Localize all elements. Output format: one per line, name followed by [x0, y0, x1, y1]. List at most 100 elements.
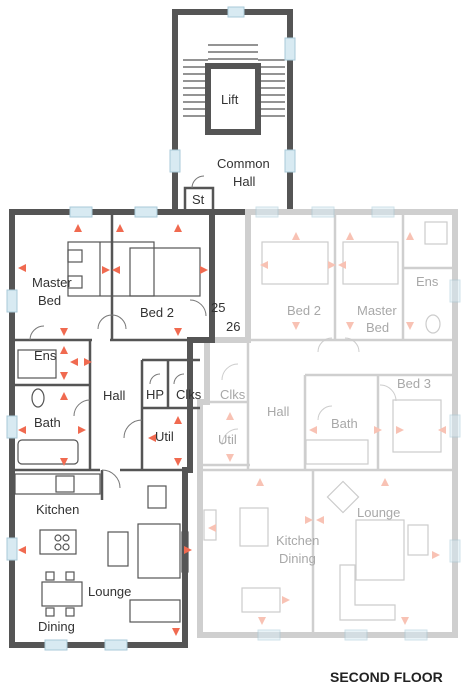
hob-icon	[39, 529, 77, 555]
window-icon	[344, 629, 368, 641]
toilet-icon	[425, 314, 441, 334]
door-swing-icon	[379, 384, 397, 402]
toilet-icon	[31, 388, 45, 408]
door-swing-icon	[111, 314, 127, 330]
sofa-icon	[339, 564, 396, 621]
bed3-right-label: Bed 3	[397, 376, 431, 391]
door-swing-icon	[101, 469, 121, 489]
window-icon	[404, 629, 428, 641]
stair-icon	[183, 44, 285, 117]
door-swing-icon	[189, 299, 207, 317]
lift-label: Lift	[221, 92, 239, 107]
apartment-25-label: 25	[211, 300, 225, 315]
common-core	[169, 6, 296, 215]
window-icon	[284, 37, 296, 61]
hall-left-label: Hall	[103, 388, 126, 403]
armchair-icon	[107, 531, 129, 567]
door-swing-icon	[29, 325, 45, 341]
armchair-icon	[147, 485, 167, 509]
kitchen-dining-right-label-1: Kitchen	[276, 533, 319, 548]
window-icon	[311, 206, 335, 218]
kitchen-island-icon	[239, 507, 269, 547]
rug-icon	[326, 480, 360, 514]
bed-icon	[129, 247, 201, 297]
kitchen-left-label: Kitchen	[36, 502, 79, 517]
bed2-right-label: Bed 2	[287, 303, 321, 318]
window-icon	[6, 289, 18, 313]
bath-left-label: Bath	[34, 415, 61, 430]
door-swing-icon	[173, 373, 185, 385]
sink-icon	[55, 475, 75, 493]
window-icon	[227, 6, 245, 18]
armchair-icon	[407, 524, 429, 556]
door-swing-icon	[73, 399, 91, 417]
window-icon	[449, 414, 461, 438]
bed2-left-label: Bed 2	[140, 305, 174, 320]
window-icon	[134, 206, 158, 218]
window-icon	[255, 206, 279, 218]
window-icon	[44, 639, 68, 651]
master-bed-right-label-2: Bed	[366, 320, 389, 335]
apartment-26-faded	[197, 206, 461, 641]
door-swing-icon	[344, 337, 360, 353]
apartment-26-label: 26	[226, 319, 240, 334]
coffee-table-icon	[355, 519, 405, 581]
hot-press-label: HP	[146, 387, 164, 402]
door-swing-icon	[97, 314, 113, 330]
bathtub-icon	[17, 439, 79, 465]
lift-shaft	[205, 63, 261, 135]
master-bed-left-label-2: Bed	[38, 293, 61, 308]
master-bed-left-label-1: Master	[32, 275, 72, 290]
window-icon	[371, 206, 395, 218]
door-swing-icon	[123, 419, 143, 439]
window-icon	[104, 639, 128, 651]
ensuite-left-label: Ens	[34, 348, 57, 363]
utility-left-label: Util	[155, 429, 174, 444]
floor-label: SECOND FLOOR	[330, 669, 443, 685]
window-icon	[284, 149, 296, 173]
utility-right-label: Util	[218, 432, 237, 447]
shower-icon	[424, 221, 448, 245]
door-swing-icon	[221, 428, 239, 446]
kitchen-counter-icon	[14, 473, 101, 495]
ensuite-right-label: Ens	[416, 274, 439, 289]
door-swing-icon	[221, 363, 239, 381]
common-hall-label-1: Common	[217, 156, 270, 171]
window-icon	[169, 149, 181, 173]
window-icon	[6, 537, 18, 561]
cloaks-right-label: Clks	[220, 387, 246, 402]
hall-right-label: Hall	[267, 404, 290, 419]
sofa-icon	[129, 599, 181, 623]
window-icon	[449, 539, 461, 563]
coffee-table-icon	[137, 523, 181, 579]
door-swing-icon	[191, 175, 205, 189]
bath-right-label: Bath	[331, 416, 358, 431]
dining-left-label: Dining	[38, 619, 75, 634]
common-hall-label-2: Hall	[233, 174, 256, 189]
shower-icon	[17, 349, 57, 379]
window-icon	[69, 206, 93, 218]
store-label: St	[192, 192, 205, 207]
bed-icon	[342, 241, 399, 285]
door-swing-icon	[317, 405, 333, 421]
door-swing-icon	[317, 337, 333, 353]
view-arrow-icon	[18, 224, 208, 636]
bed-icon	[392, 399, 442, 453]
apartment-25	[6, 206, 215, 651]
window-icon	[6, 415, 18, 439]
dining-table-icon	[41, 571, 83, 617]
dining-table-icon	[241, 587, 281, 613]
lounge-right-label: Lounge	[357, 505, 400, 520]
bed-icon	[261, 241, 329, 285]
kitchen-dining-right-label-2: Dining	[279, 551, 316, 566]
master-bed-right-label-1: Master	[357, 303, 397, 318]
view-arrow-icon	[208, 232, 446, 625]
cloaks-left-label: Clks	[176, 387, 202, 402]
door-swing-icon	[149, 373, 161, 385]
window-icon	[449, 279, 461, 303]
window-icon	[257, 629, 281, 641]
bathtub-icon	[305, 439, 369, 465]
lounge-left-label: Lounge	[88, 584, 131, 599]
bed-icon	[67, 241, 155, 297]
